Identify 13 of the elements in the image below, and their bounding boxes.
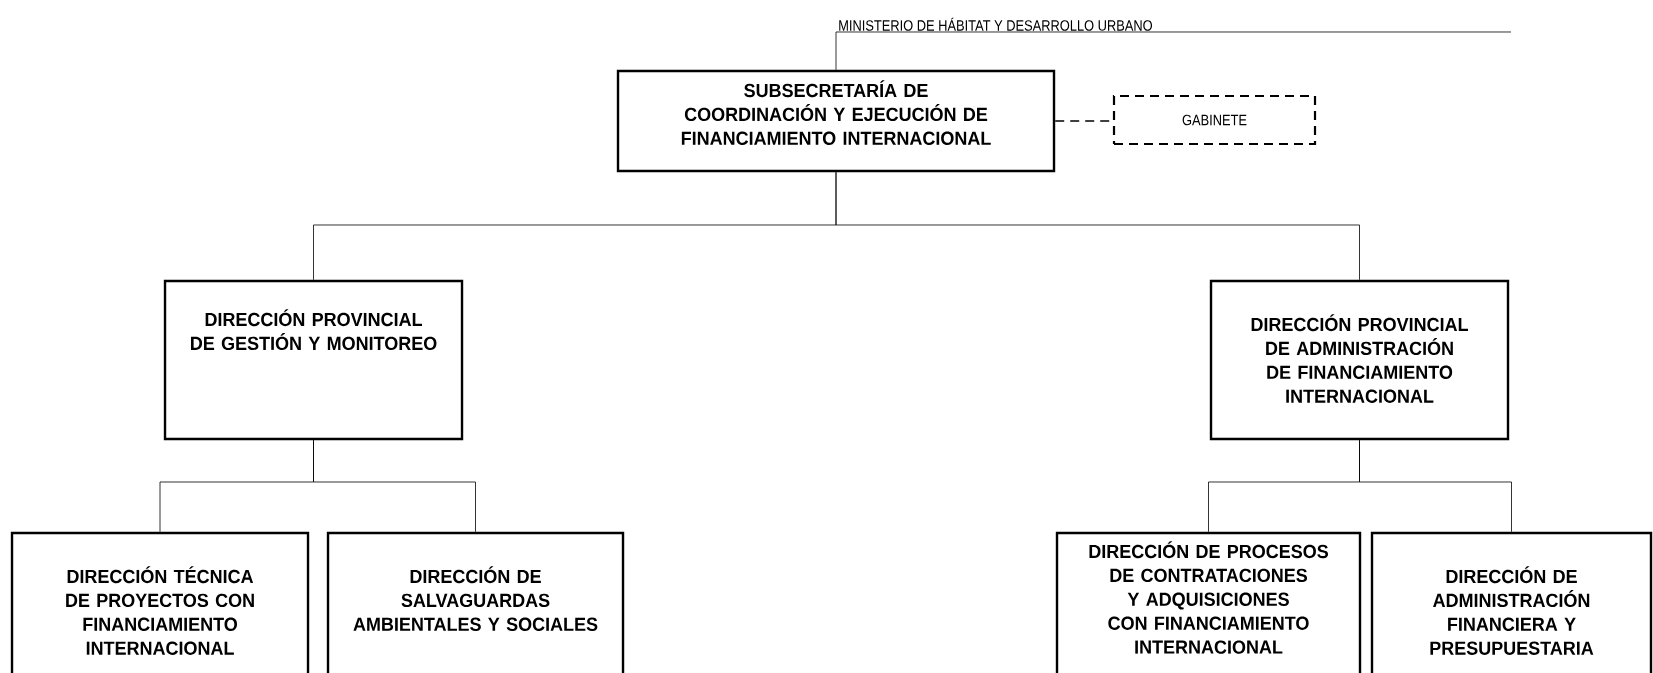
dashed-box: GABINETE xyxy=(1112,94,1317,146)
connector-line xyxy=(1359,439,1512,533)
unit-box: DIRECCIÓN DE ADMINISTRACIÓN FINANCIERA Y PRESUPUESTARIA xyxy=(1370,531,1653,673)
connector-line xyxy=(313,439,476,533)
unit-box: DIRECCIÓN DE PROCESOS DE CONTRATACIONES Y ADQUISICIONES CON FINANCIAMIENTO INTERNACIONAL xyxy=(1055,531,1362,673)
connector-line xyxy=(835,171,1360,281)
connector-line xyxy=(835,31,837,71)
unit-box: DIRECCIÓN PROVINCIAL DE ADMINISTRACIÓN DE FINANCIAMIENTO INTERNACIONAL xyxy=(1209,279,1510,441)
unit-box: SUBSECRETARÍA DE COORDINACIÓN Y EJECUCIÓN DE FINANCIAMIENTO INTERNACIONAL xyxy=(616,69,1056,173)
ministry-label: MINISTERIO DE HÁBITAT Y DESARROLLO URBANO xyxy=(839,17,1153,31)
unit-box: DIRECCIÓN DE SALVAGUARDAS AMBIENTALES Y SOCIALES xyxy=(326,531,625,673)
unit-box: DIRECCIÓN TÉCNICA DE PROYECTOS CON FINANCIAMIENTO INTERNACIONAL xyxy=(10,531,310,673)
unit-box: DIRECCIÓN PROVINCIAL DE GESTIÓN Y MONITOREO xyxy=(163,279,464,441)
